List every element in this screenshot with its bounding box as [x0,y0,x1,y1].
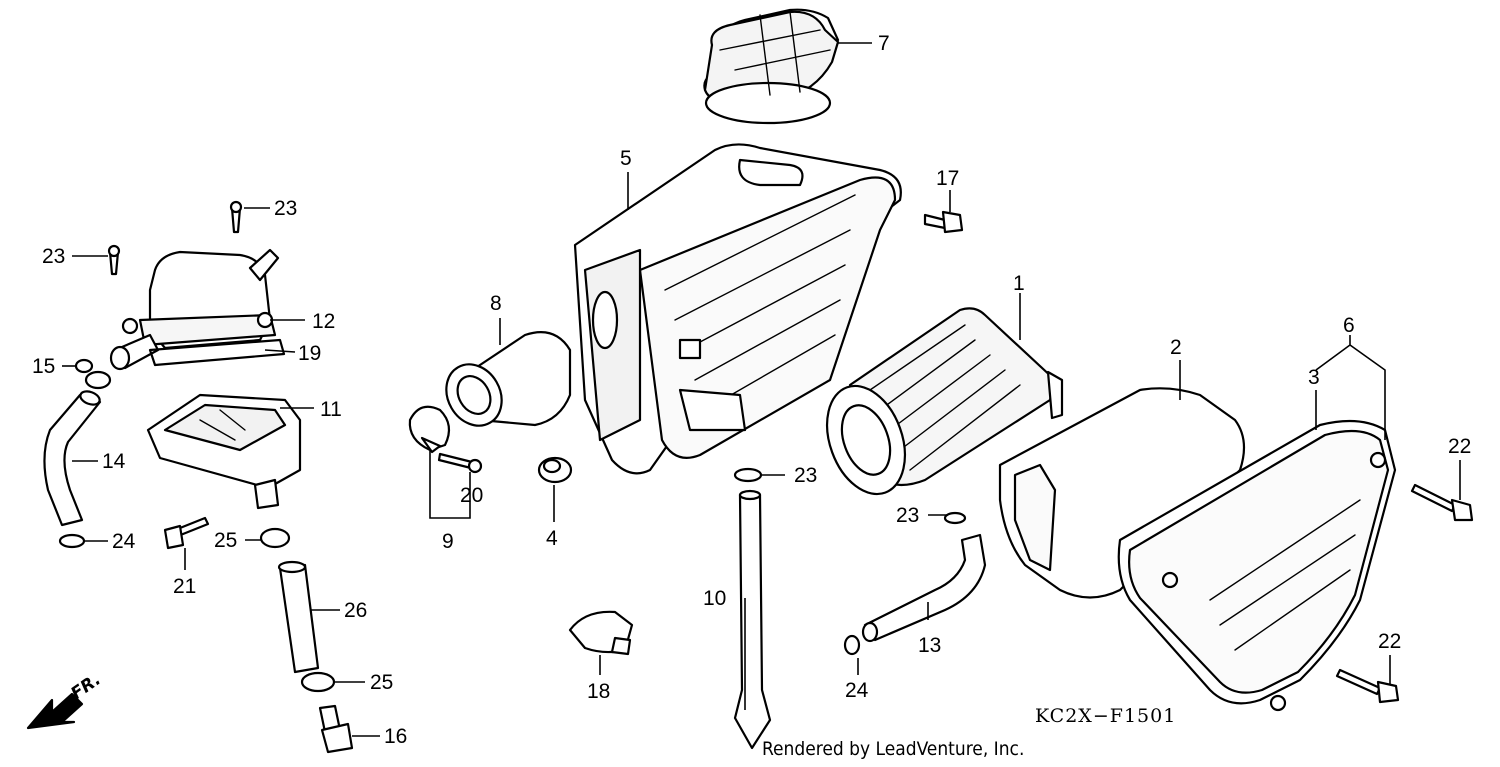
part-23-screws [107,200,243,276]
callout-22-lower: 22 [1378,630,1401,653]
callout-22-upper: 22 [1448,435,1471,458]
callout-26: 26 [344,599,367,622]
part-14-hose [43,390,102,527]
callout-14: 14 [102,450,126,473]
part-22-bolts [1335,483,1474,704]
callout-5: 5 [620,147,632,170]
callout-20: 20 [460,484,483,507]
callout-23-upper: 23 [274,197,297,220]
part-9-clamp [408,405,451,454]
diagram-code: KC2X−F1501 [1035,705,1176,727]
callout-23-left: 23 [42,245,65,268]
part-19-gasket [148,338,286,367]
part-8-connecting-tube [445,331,572,427]
part-26-hose [277,560,320,674]
callout-3: 3 [1308,366,1320,389]
callout-11: 11 [320,398,342,421]
callout-21: 21 [173,575,196,598]
callout-16: 16 [384,725,407,748]
part-24-clips [58,467,967,656]
callout-2: 2 [1170,336,1182,359]
part-11-valve-case [146,393,302,510]
callout-25-lower: 25 [370,671,393,694]
credit-text: Rendered by LeadVenture, Inc. [762,738,1024,760]
callout-13: 13 [918,634,941,657]
part-13-hose [861,533,987,643]
callout-24-left: 24 [112,530,136,553]
part-12-cover [109,248,280,371]
part-15-clip [74,358,112,390]
part-1-filter-element [826,307,1064,496]
callout-24-center: 23 [794,464,817,487]
part-21-bolt [163,516,210,550]
callout-17: 17 [936,167,959,190]
part-10-drain-tube [733,489,772,750]
part-4-grommet [537,456,573,484]
part-18-clamp [568,610,634,656]
callout-12: 12 [312,310,335,333]
callout-15: 15 [32,355,55,378]
part-7-duct [703,8,840,125]
part-2-seal [998,387,1246,599]
callout-9: 9 [442,530,454,553]
callout-6: 6 [1343,314,1355,337]
part-25-clamps [259,527,336,693]
callout-24-bottom: 24 [845,679,869,702]
callout-1: 1 [1013,272,1025,295]
part-16-joint [318,704,354,754]
callout-25-upper: 25 [214,529,237,552]
front-direction-arrow: FR. [26,670,105,730]
callout-labels: 7 5 17 1 2 6 3 8 20 9 4 23 10 23 13 24 2… [32,32,1471,748]
callout-7: 7 [878,32,890,55]
callout-18: 18 [587,680,610,703]
part-5-air-cleaner-case [573,143,902,475]
callout-19: 19 [298,342,321,365]
callout-10: 10 [703,587,726,610]
leader-lines [62,42,1461,737]
part-20-screw [437,452,483,474]
callout-4: 4 [546,527,558,550]
callout-8: 8 [490,292,502,315]
part-17-bolt [923,210,964,234]
part-6-cover [1117,419,1397,712]
callout-24-right: 23 [896,504,919,527]
